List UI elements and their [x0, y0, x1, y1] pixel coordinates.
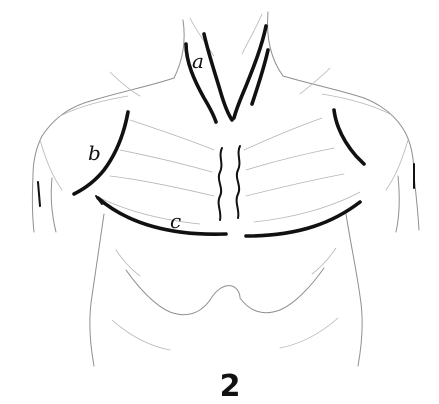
label-a: a [192, 49, 204, 73]
label-c: c [170, 209, 181, 233]
sternocleidomastoid-lines [186, 26, 268, 122]
sternum-lines [219, 146, 240, 220]
abdomen-sketch [90, 214, 362, 366]
pectoral-border-lines [96, 196, 360, 236]
pectoral-sketch [96, 118, 360, 224]
label-b: b [88, 141, 101, 165]
figure-number: 2 [220, 369, 241, 404]
